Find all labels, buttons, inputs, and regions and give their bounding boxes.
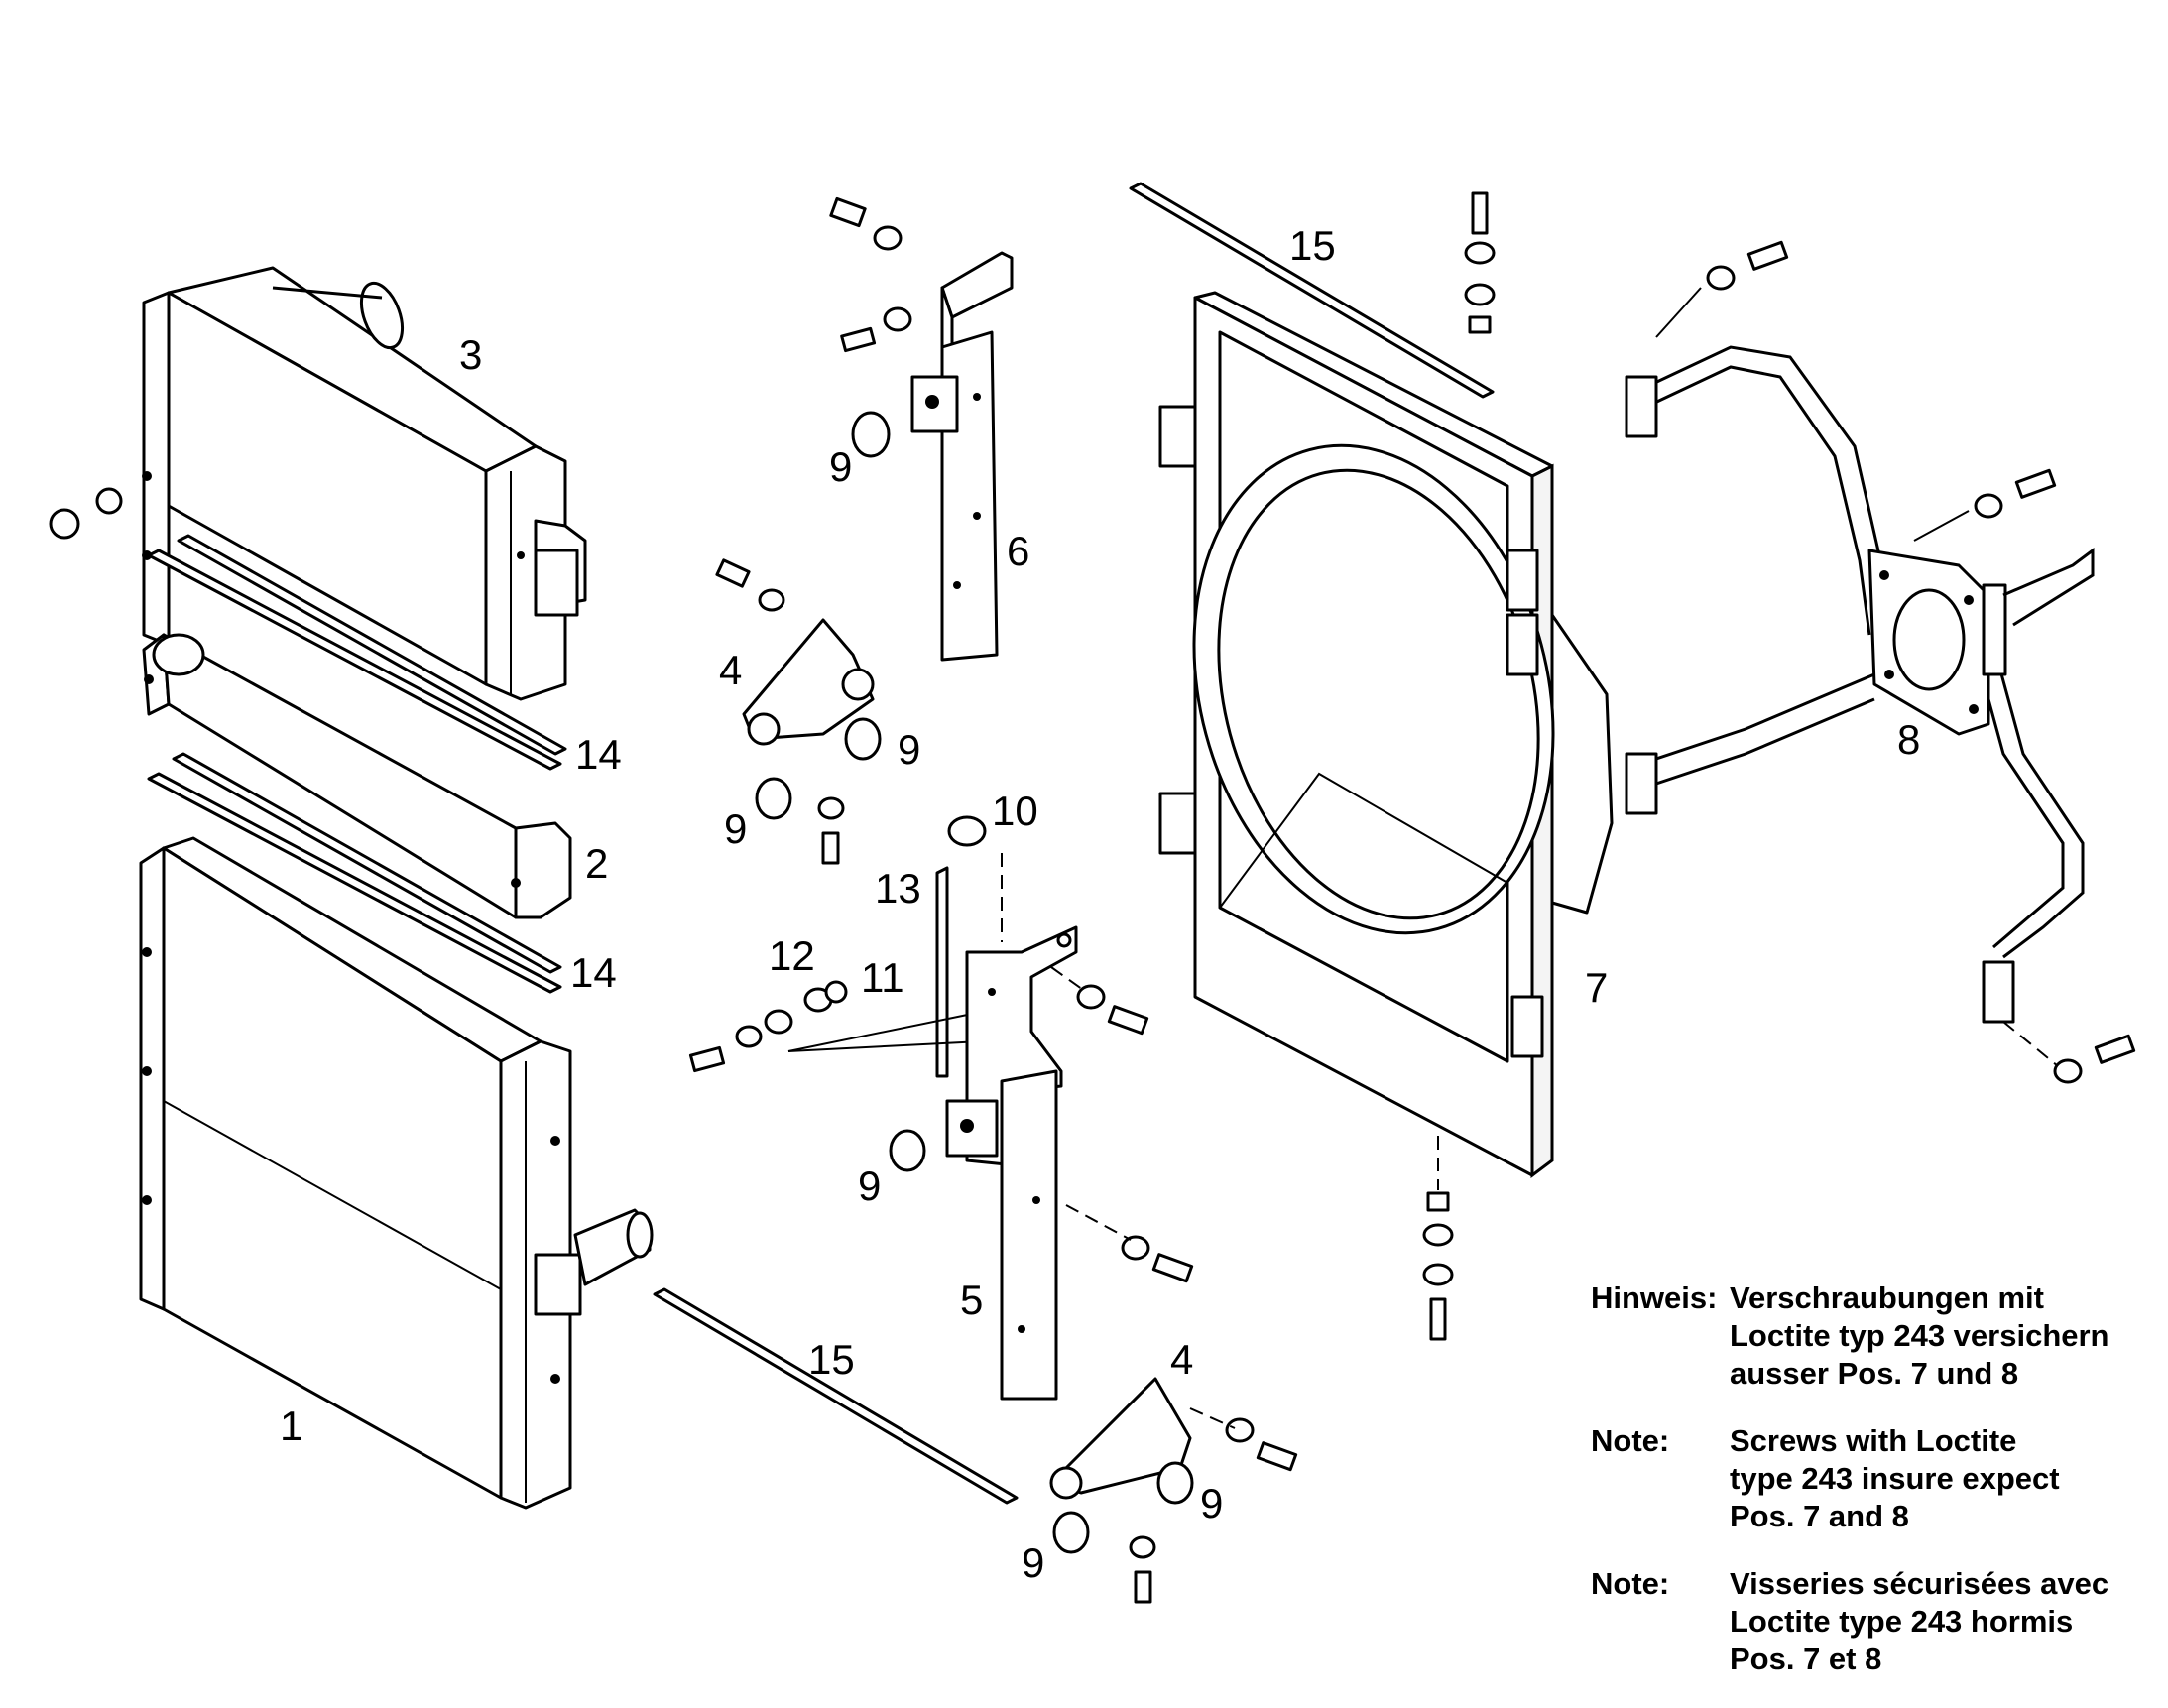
callout-8: 8 <box>1897 716 1920 763</box>
assembly-notes: Hinweis: Verschraubungen mit Loctite typ… <box>1591 1280 2166 1708</box>
note-text: Screws with Loctite type 243 insure expe… <box>1730 1423 2060 1533</box>
callout-11: 11 <box>861 954 904 1001</box>
callout-3: 3 <box>459 331 482 378</box>
callout-1: 1 <box>280 1403 302 1449</box>
callout-4-lower: 4 <box>1170 1336 1193 1383</box>
callout-9-mid-left: 9 <box>724 805 747 852</box>
part-7-fan-shroud <box>1158 191 1614 1341</box>
callout-5: 5 <box>960 1277 983 1323</box>
note-german: Hinweis: Verschraubungen mit Loctite typ… <box>1591 1280 2166 1393</box>
part-8-fan-support <box>1625 240 2136 1084</box>
callout-6: 6 <box>1007 528 1029 574</box>
part-3-charge-air-cooler <box>49 266 587 701</box>
part-1-radiator <box>139 836 654 1510</box>
callout-9-lower-bracket: 9 <box>858 1162 881 1209</box>
note-label: Hinweis: <box>1591 1281 1718 1315</box>
callout-9-upper: 9 <box>829 443 852 490</box>
callout-7: 7 <box>1585 964 1608 1011</box>
note-french: Note: Visseries sécurisées avec Loctite … <box>1591 1565 2166 1678</box>
note-text: Verschraubungen mit Loctite typ 243 vers… <box>1730 1281 2109 1391</box>
callout-labels: 1 2 3 4 4 5 6 7 8 9 9 9 9 9 9 10 11 12 1… <box>280 222 1920 1586</box>
part-4-lower-mount <box>1049 1377 1298 1604</box>
part-14-seal-strips <box>147 534 567 994</box>
parts-10-13-12-11-small <box>688 815 1003 1078</box>
callout-14-upper: 14 <box>575 731 622 778</box>
callout-15-lower: 15 <box>808 1336 855 1383</box>
callout-14-lower: 14 <box>570 949 617 996</box>
note-label: Note: <box>1591 1423 1670 1458</box>
part-15-upper-strip <box>1129 182 1495 399</box>
callout-9-bottom-right: 9 <box>1200 1480 1223 1526</box>
part-2-oil-cooler <box>142 633 572 919</box>
note-text: Visseries sécurisées avec Loctite type 2… <box>1730 1566 2109 1676</box>
callout-9-mid-right: 9 <box>898 726 920 773</box>
part-6-upper-bracket <box>829 196 1014 662</box>
callout-2: 2 <box>585 840 608 887</box>
callout-13: 13 <box>875 865 921 912</box>
callout-4-upper: 4 <box>719 647 742 693</box>
callout-9-bottom-left: 9 <box>1022 1539 1044 1586</box>
note-label: Note: <box>1591 1566 1670 1601</box>
callout-10: 10 <box>992 788 1038 834</box>
part-15-lower-strip <box>653 1287 1019 1505</box>
part-4-upper-mount <box>715 558 882 865</box>
callout-15-upper: 15 <box>1289 222 1336 269</box>
note-english: Note: Screws with Loctite type 243 insur… <box>1591 1422 2166 1535</box>
part-5-lower-bracket <box>889 925 1194 1401</box>
callout-12: 12 <box>769 932 815 979</box>
